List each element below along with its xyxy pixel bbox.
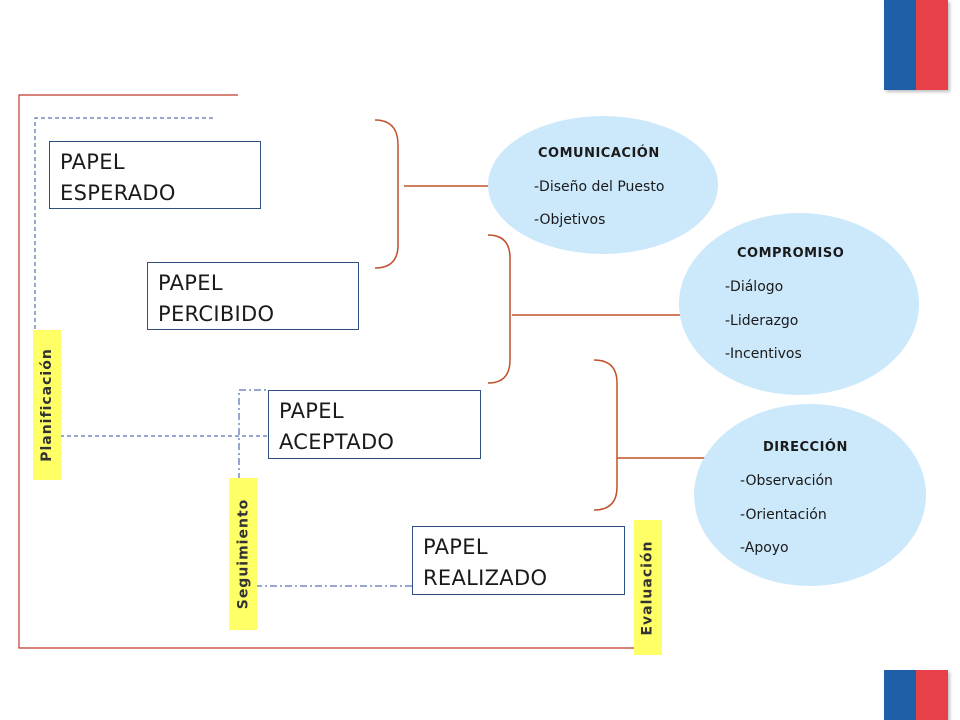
seguimiento-top-line	[238, 389, 269, 480]
box-papel-realizado: PAPEL REALIZADO	[412, 526, 625, 595]
bubble-compromiso: COMPROMISO -Diálogo -Liderazgo -Incentiv…	[679, 213, 919, 395]
bracket-direccion	[593, 359, 618, 511]
box-papel-percibido: PAPEL PERCIBIDO	[147, 262, 359, 330]
box-label-line1: PAPEL	[158, 271, 223, 295]
planning-dashed-line	[34, 117, 213, 335]
box-label-line1: PAPEL	[423, 535, 488, 559]
bubble-compromiso-title: COMPROMISO	[737, 246, 845, 261]
bubble-comunicacion-item: -Objetivos	[534, 212, 606, 228]
outer-frame	[18, 94, 660, 649]
label-seguimiento-text: Seguimiento	[235, 498, 251, 610]
box-label-line1: PAPEL	[60, 150, 125, 174]
bubble-direccion-item: -Observación	[740, 473, 833, 489]
label-evaluacion: Evaluación	[634, 520, 662, 655]
label-planificacion: Planificación	[33, 330, 61, 480]
box-label-line2: PERCIBIDO	[158, 302, 275, 326]
bubble-compromiso-item: -Diálogo	[725, 279, 784, 295]
bubble-comunicacion-item: -Diseño del Puesto	[534, 179, 665, 195]
bubble-direccion-title: DIRECCIÓN	[763, 440, 848, 455]
bubble-comunicacion-title: COMUNICACIÓN	[538, 146, 660, 161]
box-papel-aceptado: PAPEL ACEPTADO	[268, 390, 481, 459]
flag-logo-bottom	[884, 670, 948, 720]
label-evaluacion-text: Evaluación	[640, 539, 657, 636]
bubble-direccion-item: -Orientación	[740, 507, 827, 523]
box-label-line2: ESPERADO	[60, 181, 176, 205]
bracket-compromiso	[487, 234, 511, 384]
box-label-line2: ACEPTADO	[279, 430, 395, 454]
box-label-line2: REALIZADO	[423, 566, 548, 590]
bubble-compromiso-item: -Incentivos	[725, 346, 802, 362]
flag-logo-top	[884, 0, 948, 90]
bubble-compromiso-item: -Liderazgo	[725, 313, 799, 329]
bracket-comunicacion	[374, 119, 399, 269]
label-planificacion-text: Planificación	[39, 348, 55, 462]
box-papel-esperado: PAPEL ESPERADO	[49, 141, 261, 209]
label-seguimiento: Seguimiento	[229, 478, 257, 630]
bubble-comunicacion: COMUNICACIÓN -Diseño del Puesto -Objetiv…	[488, 116, 718, 254]
bubble-direccion: DIRECCIÓN -Observación -Orientación -Apo…	[694, 404, 926, 586]
bubble-direccion-item: -Apoyo	[740, 540, 789, 556]
box-label-line1: PAPEL	[279, 399, 344, 423]
